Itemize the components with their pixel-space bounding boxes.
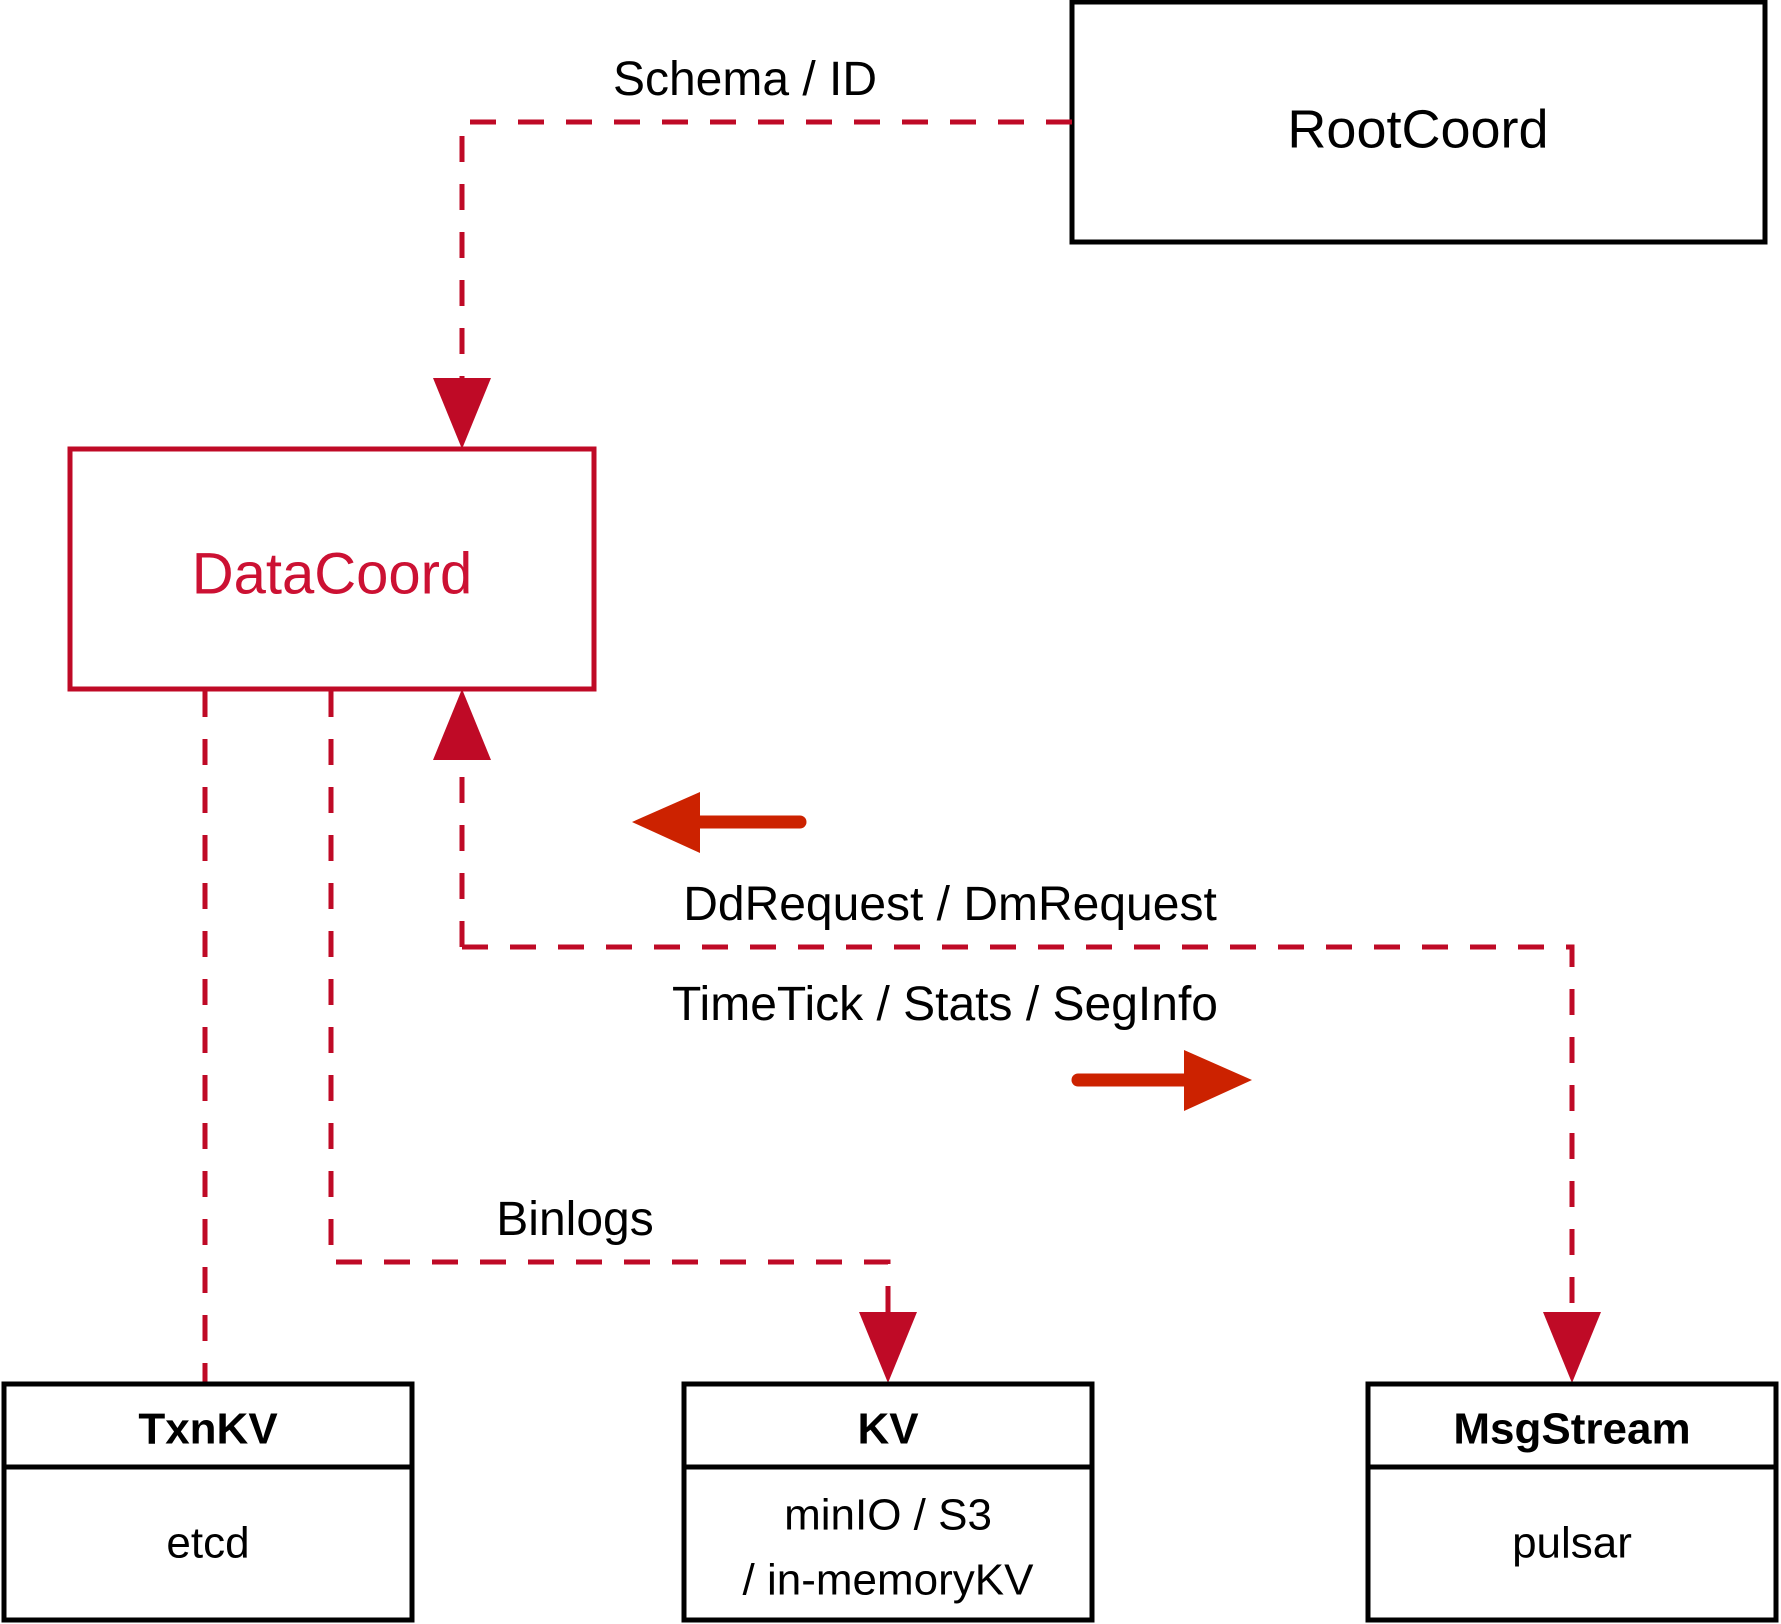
datacoord-box xyxy=(67,446,597,692)
edge-binlogs: Binlogs xyxy=(328,691,917,1383)
node-rootcoord[interactable]: RootCoord xyxy=(1069,0,1768,245)
schema-id-dashed-line xyxy=(459,119,1072,400)
msgstream-arrowhead-icon xyxy=(1543,1312,1601,1383)
txnkv-box xyxy=(1,1381,415,1623)
datacoord-inbound-arrowhead-icon xyxy=(433,689,491,760)
kv-box xyxy=(681,1381,1095,1623)
schema-id-label: Schema / ID xyxy=(613,53,877,106)
edge-timetick-stats-seginfo: TimeTick / Stats / SegInfo xyxy=(672,978,1252,1111)
datacoord-label: DataCoord xyxy=(192,541,472,606)
msgstream-title: MsgStream xyxy=(1453,1405,1690,1454)
node-msgstream[interactable]: MsgStream pulsar xyxy=(1365,1381,1779,1623)
schema-id-arrowhead-icon xyxy=(433,378,491,449)
node-kv[interactable]: KV minIO / S3 / in-memoryKV xyxy=(681,1381,1095,1623)
edge-dd-dm-request: DdRequest / DmRequest xyxy=(632,792,1217,931)
msgstream-sub: pulsar xyxy=(1512,1519,1632,1568)
txnkv-sub: etcd xyxy=(166,1519,249,1568)
edge-schema-id: Schema / ID xyxy=(433,53,1072,449)
ddrequest-arrowhead-left-icon xyxy=(632,792,700,853)
rootcoord-label: RootCoord xyxy=(1287,99,1548,159)
node-txnkv[interactable]: TxnKV etcd xyxy=(1,1381,415,1623)
timetick-stats-seginfo-label: TimeTick / Stats / SegInfo xyxy=(672,978,1218,1031)
msgstream-box xyxy=(1365,1381,1779,1623)
rootcoord-box xyxy=(1069,0,1768,245)
binlogs-dashed-line xyxy=(328,691,891,1330)
timetick-arrowhead-right-icon xyxy=(1184,1050,1252,1111)
node-datacoord[interactable]: DataCoord xyxy=(67,446,597,692)
edge-msgstream xyxy=(462,944,1601,1383)
kv-sub-line2: / in-memoryKV xyxy=(743,1556,1035,1605)
edge-datacoord-inbound xyxy=(433,689,491,947)
kv-sub-line1: minIO / S3 xyxy=(784,1491,992,1540)
binlogs-label: Binlogs xyxy=(496,1193,653,1246)
ddrequest-dmrequest-label: DdRequest / DmRequest xyxy=(683,878,1217,931)
kv-title: KV xyxy=(857,1405,919,1454)
msgstream-dashed-line xyxy=(462,944,1575,1330)
binlogs-arrowhead-icon xyxy=(859,1312,917,1383)
txnkv-title: TxnKV xyxy=(138,1405,278,1454)
